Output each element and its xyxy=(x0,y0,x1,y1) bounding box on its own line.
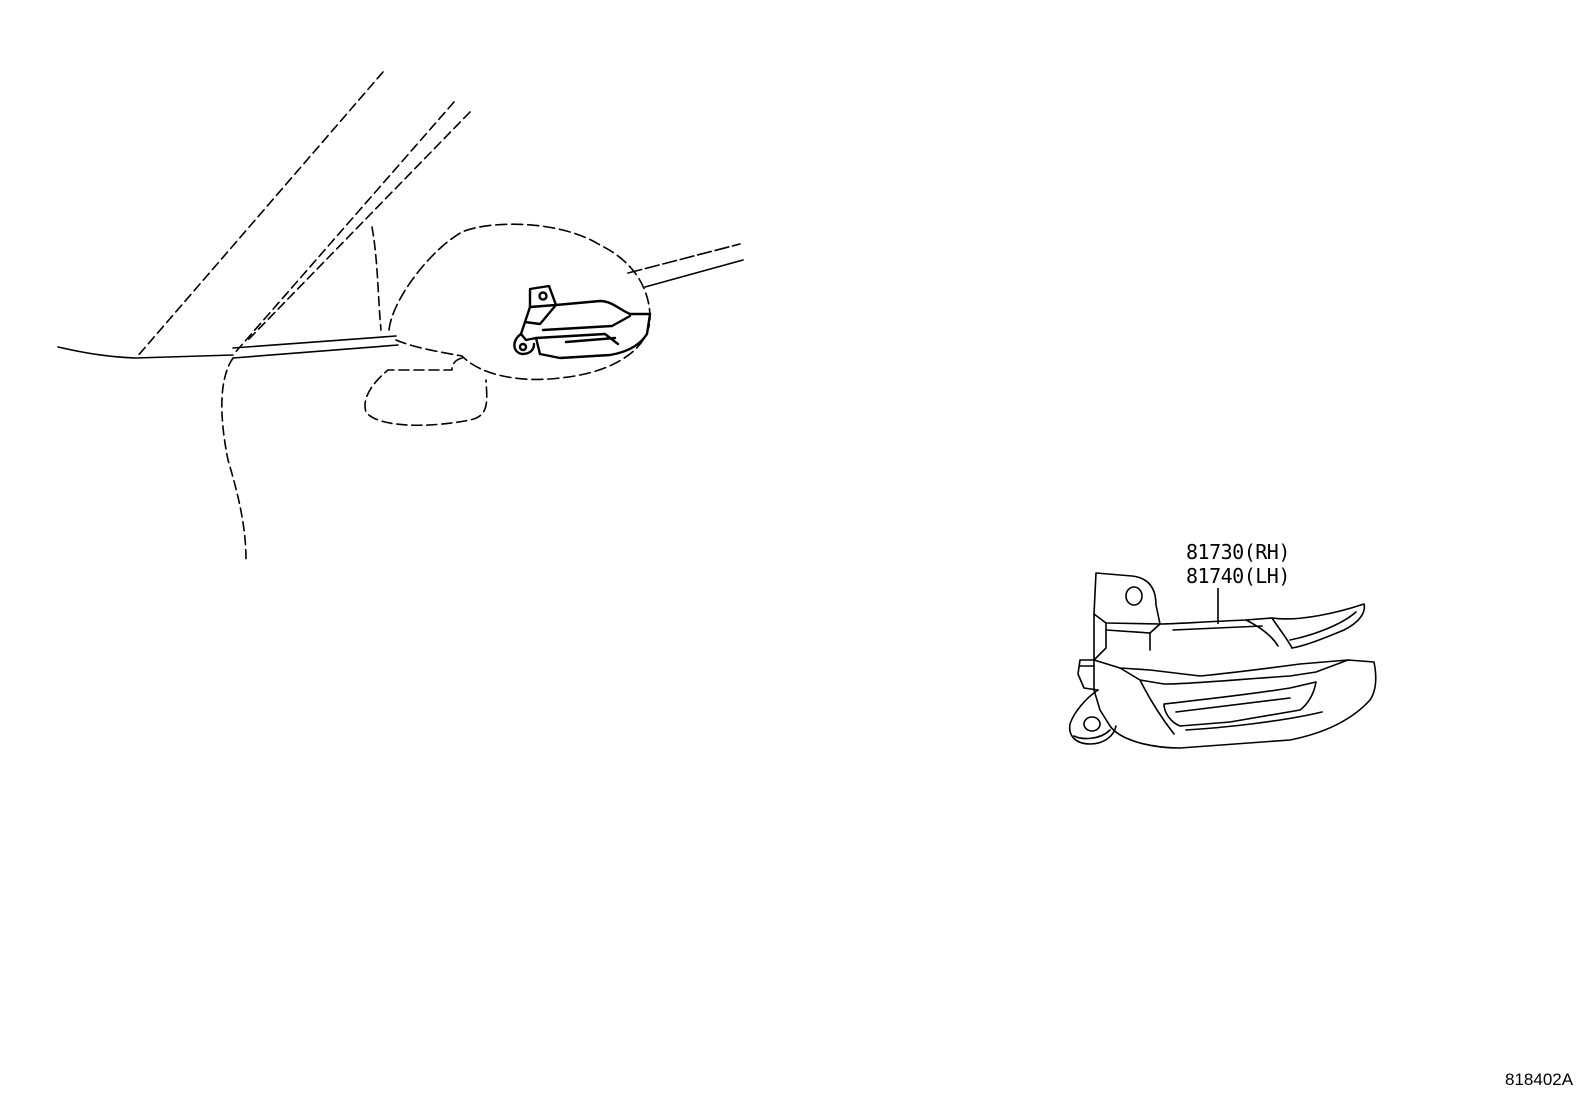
beltline-lower xyxy=(232,344,399,359)
a-pillar-inner-edge-2 xyxy=(247,111,471,341)
beltline-upper xyxy=(232,335,397,349)
mirror-housing xyxy=(388,223,651,381)
window-pillar-line xyxy=(371,226,382,331)
turn-signal-lamp-small xyxy=(513,284,652,360)
mirror-base xyxy=(364,357,488,426)
door-trim-upper xyxy=(627,243,741,274)
a-pillar-outer-edge xyxy=(135,71,384,359)
vehicle-body-view xyxy=(57,71,744,561)
hood-line xyxy=(57,346,234,359)
door-trim-lower xyxy=(644,259,744,288)
part-number-label-rh: 81730(RH) xyxy=(1186,540,1290,564)
door-edge xyxy=(221,357,247,561)
drawing-reference-id: 818402A xyxy=(1505,1070,1574,1089)
a-pillar-inner-edge-1 xyxy=(232,101,455,356)
part-number-label-lh: 81740(LH) xyxy=(1186,564,1290,588)
turn-signal-lamp-detail xyxy=(1068,572,1377,749)
